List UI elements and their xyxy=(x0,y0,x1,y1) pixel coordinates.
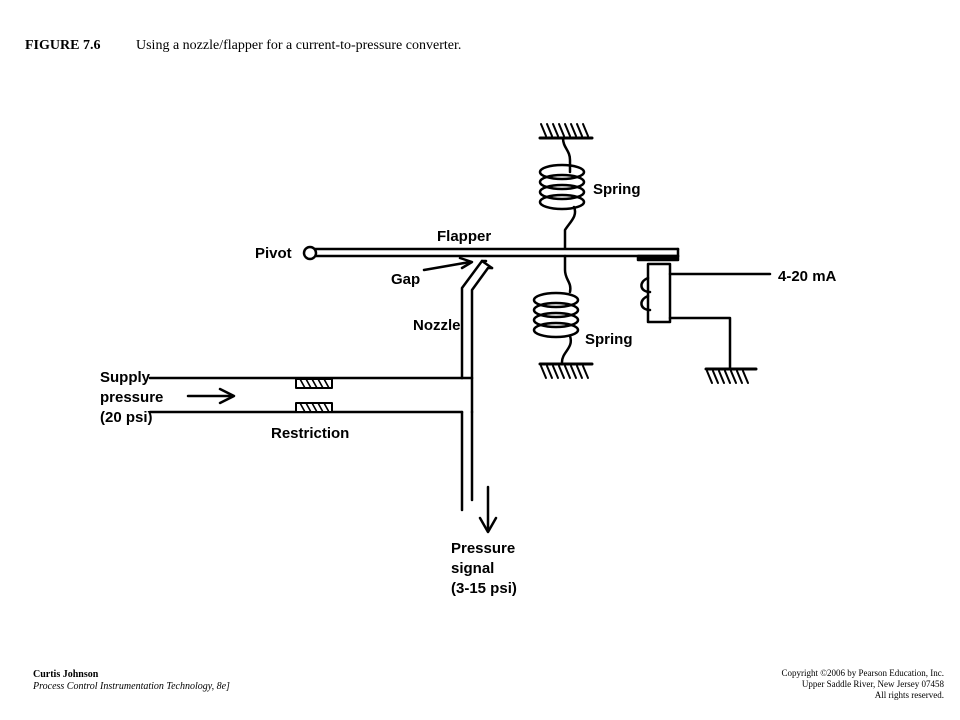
nozzle-label: Nozzle xyxy=(413,317,461,334)
spring-top-label: Spring xyxy=(593,181,641,198)
footer-attribution: Curtis Johnson Process Control Instrumen… xyxy=(33,669,230,693)
supply-arrows xyxy=(186,387,236,405)
footer-book-title: Process Control Instrumentation Technolo… xyxy=(33,681,230,692)
nozzle xyxy=(460,259,494,414)
coil xyxy=(640,262,772,370)
signal-label-line1: Pressure xyxy=(451,540,515,557)
pivot-point xyxy=(302,245,318,261)
figure-title: Using a nozzle/flapper for a current-to-… xyxy=(136,38,462,53)
figure-caption: FIGURE 7.6 Using a nozzle/flapper for a c… xyxy=(25,38,461,54)
spring-bottom-label: Spring xyxy=(585,331,633,348)
restriction-label: Restriction xyxy=(271,425,349,442)
top-spring xyxy=(538,136,586,250)
supply-label-line3: (20 psi) xyxy=(100,409,153,426)
copyright-line-3: All rights reserved. xyxy=(874,690,944,700)
restriction xyxy=(295,378,333,413)
gap-arrow xyxy=(422,256,474,272)
gap-label: Gap xyxy=(391,271,420,288)
pivot-label: Pivot xyxy=(255,245,292,262)
flapper-label: Flapper xyxy=(437,228,491,245)
footer-copyright: Copyright ©2006 by Pearson Education, In… xyxy=(781,668,944,701)
copyright-line-2: Upper Saddle River, New Jersey 07458 xyxy=(801,679,944,689)
footer-author: Curtis Johnson xyxy=(33,669,99,680)
signal-label-line2: signal xyxy=(451,560,494,577)
flapper-bar xyxy=(313,247,680,262)
bottom-spring xyxy=(532,254,580,364)
top-ground xyxy=(538,123,594,140)
copyright-line-1: Copyright ©2006 by Pearson Education, In… xyxy=(781,668,944,678)
coil-ground xyxy=(704,367,758,384)
signal-pipe xyxy=(460,410,498,534)
supply-label-line2: pressure xyxy=(100,389,163,406)
current-input-label: 4-20 mA xyxy=(778,268,837,285)
signal-label-line3: (3-15 psi) xyxy=(451,580,517,597)
supply-label-line1: Supply xyxy=(100,369,151,386)
bottom-ground xyxy=(538,362,594,379)
figure-number: FIGURE 7.6 xyxy=(25,38,101,53)
